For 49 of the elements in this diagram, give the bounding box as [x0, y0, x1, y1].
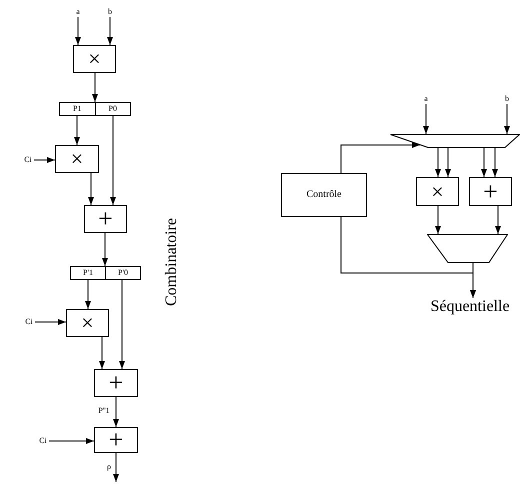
arrow: [492, 148, 498, 178]
input-label: a: [421, 93, 431, 104]
arrow: [119, 280, 125, 370]
arrow: [470, 262, 476, 298]
edge-label: P''1: [97, 407, 111, 415]
adder-box: +: [94, 369, 138, 397]
arrow: [75, 16, 81, 46]
arrow: [113, 396, 119, 428]
multiplier-box: ×: [66, 309, 109, 337]
adder-box: +: [84, 205, 127, 233]
arrow: [88, 172, 94, 206]
arrow: [48, 438, 94, 444]
arrow: [102, 232, 108, 266]
input-label: Ci: [23, 317, 35, 327]
arrow: [92, 72, 98, 102]
arrow: [34, 319, 66, 325]
arrow: [110, 116, 116, 206]
arrow: [445, 148, 451, 178]
arrow: [107, 16, 113, 46]
input-label: Ci: [22, 155, 34, 165]
arrow: [113, 452, 119, 482]
arrow: [495, 206, 501, 234]
arrow: [481, 148, 487, 178]
control-box: Contrôle: [281, 173, 367, 217]
arrow: [34, 157, 56, 163]
input-label: b: [105, 6, 115, 17]
arrow: [340, 142, 420, 174]
arrow: [74, 116, 80, 146]
arrow: [504, 104, 510, 134]
arrow: [85, 280, 91, 310]
side-caption: Combinatoire: [164, 218, 180, 306]
arrow: [99, 336, 105, 370]
register-box: P1 P0: [59, 102, 131, 116]
arrow: [435, 148, 441, 178]
edge-label: ρ: [106, 463, 112, 471]
input-label: Ci: [37, 436, 49, 446]
multiplier-box: ×: [416, 177, 459, 206]
register-box: P'1 P'0: [70, 266, 141, 280]
demultiplexer-shape: [390, 134, 520, 148]
input-label: b: [502, 93, 512, 104]
caption: Séquentielle: [420, 298, 520, 316]
adder-box: +: [469, 177, 512, 206]
multiplexer-shape: [427, 234, 508, 263]
input-label: a: [73, 6, 83, 17]
multiplier-box: ×: [55, 145, 99, 173]
arrow: [423, 104, 429, 134]
arrow: [435, 206, 441, 234]
adder-box: +: [94, 427, 138, 453]
multiplier-box: ×: [73, 45, 116, 73]
